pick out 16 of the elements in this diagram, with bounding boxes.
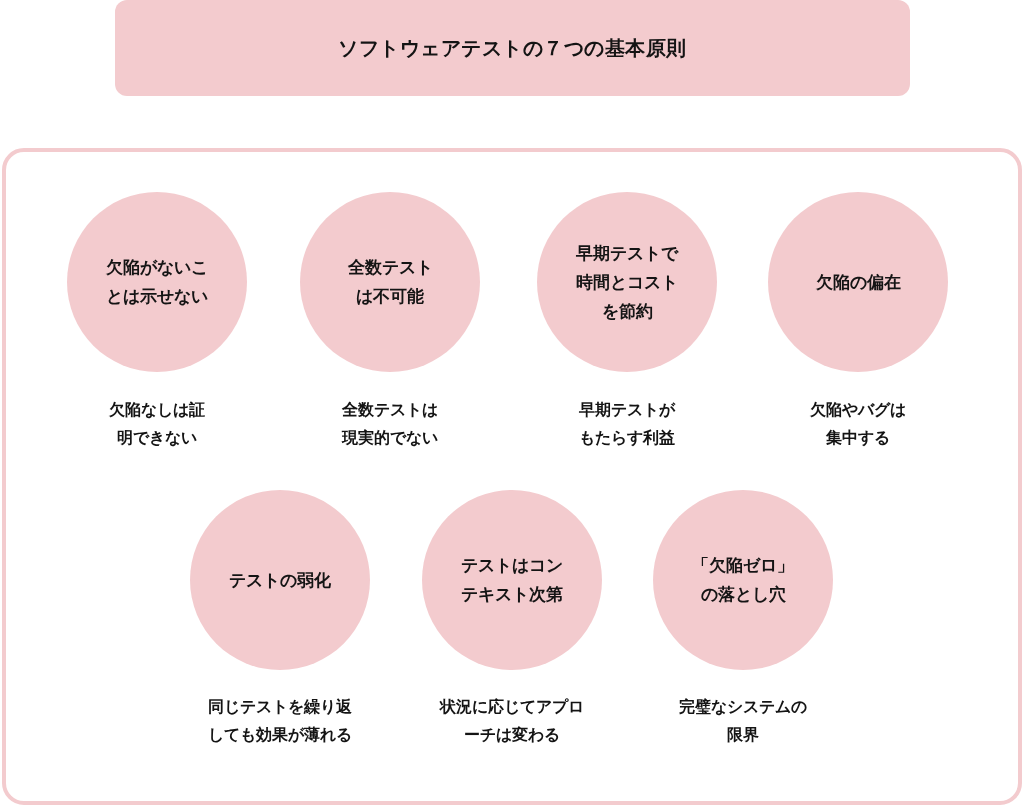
principle-label: 全数テストは不可能 [347,256,433,308]
principle-caption: 欠陥なしは証明できない [109,399,205,449]
principle-label: 早期テストで時間とコストを節約 [576,241,678,323]
principle-caption: 完璧なシステムの限界 [679,696,807,746]
principle-caption: 欠陥やバグは集中する [810,399,906,449]
principle-label: 欠陥の偏在 [815,270,901,294]
diagram-title: ソフトウェアテストの７つの基本原則 [338,35,687,61]
principle-caption: 早期テストがもたらす利益 [579,399,675,449]
principle-label: テストはコンテキスト次第 [461,554,563,606]
principle-caption: 全数テストは現実的でない [342,399,438,449]
principle-label: 「欠陥ゼロ」の落とし穴 [692,554,794,606]
principle-caption: 状況に応じてアプローチは変わる [440,696,584,746]
principle-caption: 同じテストを繰り返しても効果が薄れる [208,696,352,746]
rounded-frame [2,148,1022,805]
principle-label: 欠陥がないことは示せない [106,256,208,308]
principle-label: テストの弱化 [229,568,331,592]
